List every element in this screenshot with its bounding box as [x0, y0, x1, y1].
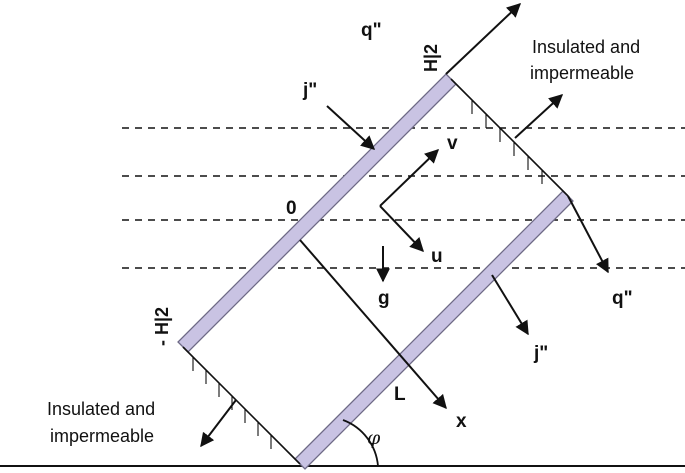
q-right-label: q" [612, 288, 633, 309]
phi-label: φ [367, 427, 381, 449]
j-right-arrow [491, 274, 529, 336]
u-arrow [379, 205, 424, 253]
insulated-top-arrow [514, 94, 564, 139]
insulated-top-line-2: impermeable [530, 63, 634, 83]
v-label: v [447, 133, 458, 154]
q-right-arrow [567, 195, 609, 274]
insulated-top-line-1: Insulated and [532, 37, 640, 57]
j-top-arrow [326, 105, 376, 150]
h-neg-label: - H|2 [152, 307, 172, 346]
h-pos-label: H|2 [421, 44, 441, 72]
bottom-insulated-edge [182, 346, 301, 465]
top-insulated-edge [450, 78, 569, 197]
q-top-label: q" [361, 20, 382, 41]
g-label: g [378, 288, 390, 309]
top-hatch-marks [471, 100, 543, 184]
dashed-lines [122, 127, 685, 269]
x-axis-arrow [299, 239, 447, 410]
bottom-hatch-marks [192, 357, 272, 449]
insulated-bottom-line-2: impermeable [50, 426, 154, 446]
origin-label: 0 [286, 198, 297, 219]
insulated-bottom-arrow [200, 399, 237, 448]
j-top-label: j" [302, 80, 317, 101]
v-arrow [379, 149, 440, 207]
insulated-bottom-line-1: Insulated and [47, 399, 155, 419]
x-label: x [456, 411, 467, 432]
u-label: u [431, 246, 443, 267]
lower-wall [294, 190, 574, 470]
q-top-arrow [445, 3, 522, 75]
L-label: L [394, 384, 406, 405]
j-right-label: j" [533, 343, 548, 364]
angle-arc [342, 419, 379, 467]
upper-wall [177, 73, 457, 353]
